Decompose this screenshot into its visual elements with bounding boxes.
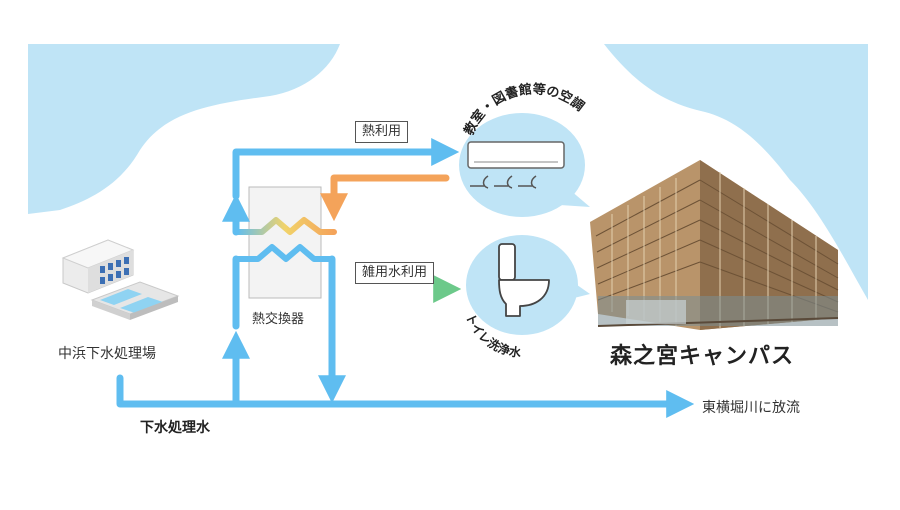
campus-label: 森之宮キャンパス xyxy=(610,344,795,369)
sky-left xyxy=(28,44,340,214)
heat-exchanger-icon xyxy=(233,186,337,299)
return-line xyxy=(320,174,450,222)
flow-lines xyxy=(116,138,695,418)
main-flow-line xyxy=(116,374,695,418)
air-conditioner-icon xyxy=(467,141,565,189)
building-icon xyxy=(61,239,135,294)
sky-right xyxy=(604,44,868,300)
plant-label: 中浜下水処理場 xyxy=(58,346,156,362)
treated-water-label: 下水処理水 xyxy=(140,420,210,436)
heat-use-label: 熱利用 xyxy=(355,121,409,143)
heat-use-line xyxy=(232,138,460,200)
toilet-icon xyxy=(498,243,550,317)
discharge-label: 東横堀川に放流 xyxy=(702,400,800,416)
heat-exchanger-label: 熱交換器 xyxy=(252,312,305,327)
pool-icon xyxy=(90,281,180,320)
campus-building-icon xyxy=(590,160,839,330)
misc-use-label: 雑用水利用 xyxy=(355,262,435,284)
